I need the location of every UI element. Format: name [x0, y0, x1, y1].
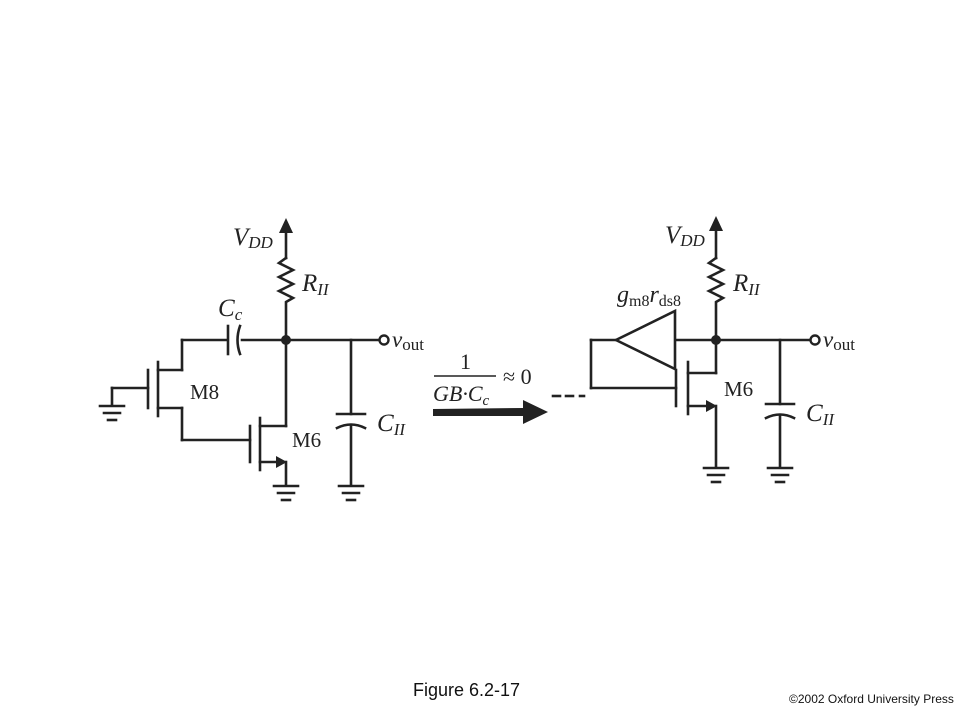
equation-denominator: GB·Cc — [433, 381, 490, 409]
vout-label-right: vout — [823, 327, 855, 354]
right-circuit: VDD RII gm8rds8 M6 CII vout — [551, 216, 855, 484]
m6-source-arrow-right — [706, 400, 717, 412]
figure-caption: Figure 6.2-17 — [413, 680, 521, 700]
ground-symbol-m6-left — [272, 484, 300, 502]
vout-terminal-right — [809, 334, 821, 346]
resistor-rii-right — [706, 256, 726, 342]
m6-label-right: M6 — [724, 377, 753, 401]
ground-symbol-cii-left — [337, 484, 365, 502]
rii-label-right: RII — [732, 270, 761, 299]
m8-label: M8 — [190, 380, 219, 404]
left-circuit: VDD RII Cc M8 M6 CII vout — [98, 218, 424, 502]
cii-label-right: CII — [806, 400, 835, 429]
resistor-rii-left — [276, 256, 296, 342]
vdd-label-right: VDD — [665, 222, 706, 250]
ground-symbol-cii-right — [766, 466, 794, 484]
equation-approx: ≈ 0 — [503, 364, 532, 389]
equation-numerator: 1 — [460, 349, 471, 374]
vout-terminal-left — [378, 334, 390, 346]
copyright-notice: ©2002 Oxford University Press — [789, 692, 954, 706]
ground-symbol-m8-gate — [98, 404, 126, 422]
m6-source-arrow-left — [276, 456, 287, 468]
cc-label-left: Cc — [218, 295, 243, 324]
gain-buffer-triangle — [613, 308, 677, 372]
vout-label-left: vout — [392, 327, 424, 354]
cc-plate-2 — [236, 324, 242, 356]
vdd-arrow-right — [709, 216, 723, 231]
ground-symbol-m6-right — [702, 466, 730, 484]
cii-label-left: CII — [377, 410, 406, 439]
arrow-shape — [433, 400, 548, 424]
m6-label-left: M6 — [292, 428, 321, 452]
transformation-arrow: 1 GB·Cc ≈ 0 — [433, 349, 548, 424]
rii-label-left: RII — [301, 270, 330, 299]
vdd-arrow-left — [279, 218, 293, 233]
vdd-label-left: VDD — [233, 224, 274, 252]
gain-label: gm8rds8 — [617, 282, 681, 310]
